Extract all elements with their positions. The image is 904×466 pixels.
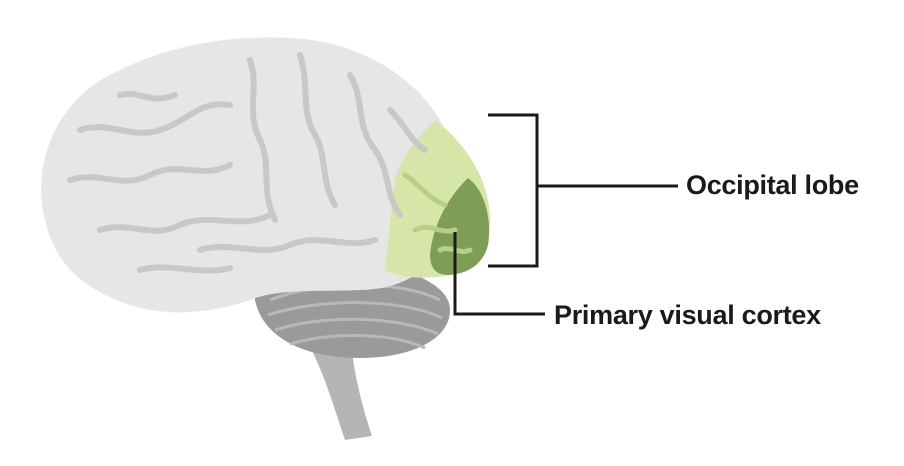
leader-lines [453, 113, 678, 316]
occipital-bracket [488, 113, 539, 268]
primary-visual-cortex-label: Primary visual cortex [554, 300, 821, 330]
occipital-lobe-label: Occipital lobe [686, 170, 859, 200]
cerebrum-sulci [67, 52, 428, 274]
visual-cortex-leader [453, 232, 545, 316]
brainstem [300, 330, 372, 440]
